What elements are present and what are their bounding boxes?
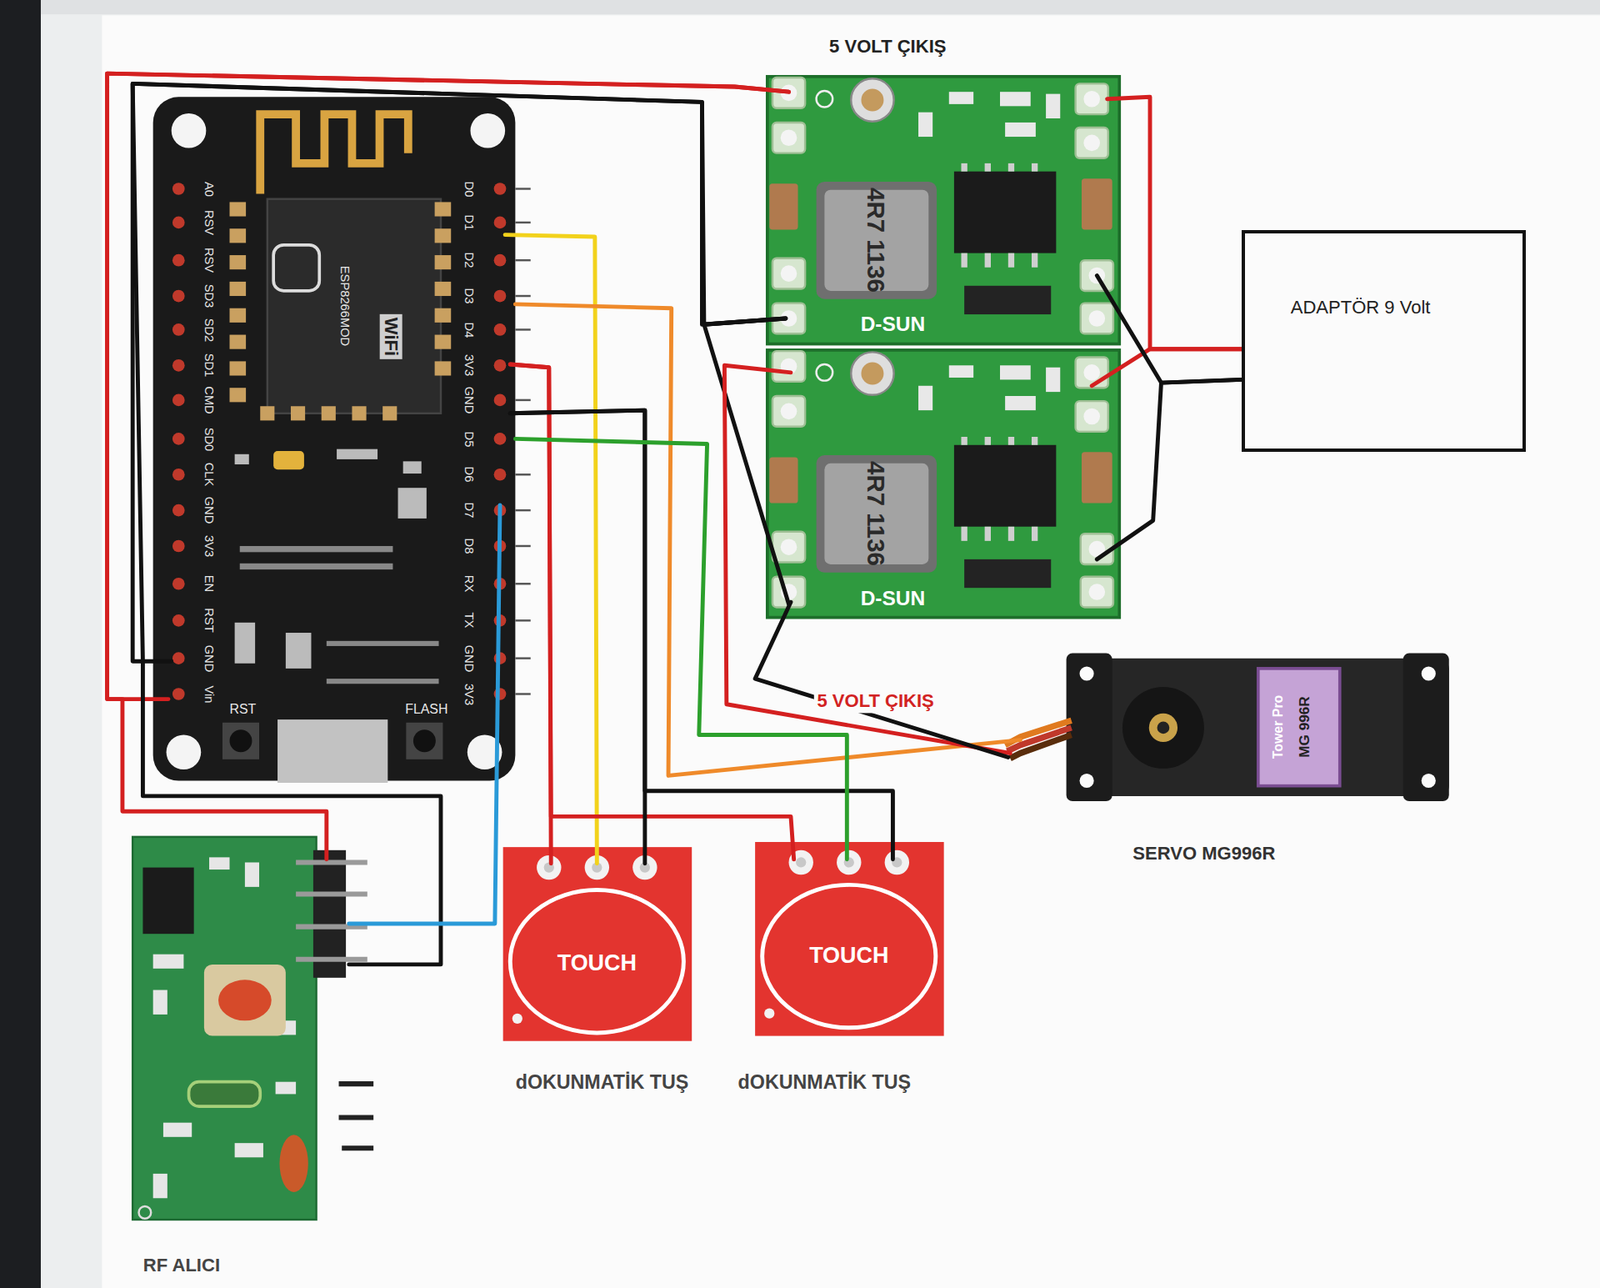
wire [515,304,1020,776]
part-caption: dOKUNMATİK TUŞ [515,1070,690,1094]
pin-name: RX [462,575,477,592]
pin-name: D7 [462,502,477,519]
pin-name: GND [462,386,477,415]
part-caption: dOKUNMATİK TUŞ [738,1070,912,1094]
part-caption: RF ALICI [143,1255,220,1276]
wire [510,410,893,860]
wire [107,73,790,699]
wire [1107,96,1243,349]
touch-sensor: TOUCHdOKUNMATİK TUŞ [755,841,945,1036]
adapter-box: ADAPTÖR 9 Volt [1241,230,1525,453]
pin-name: RSV [202,247,217,273]
buck-converter: 4R7 1136D-SUN [767,76,1120,345]
chip-marking: ESP8266MOD [337,265,352,346]
wire [107,73,790,860]
pin-name: Vin [202,685,217,703]
pin-name: EN [202,575,217,592]
pin-name: SD3 [202,284,217,309]
board-marking: D-SUN [860,312,925,336]
pin-name: D5 [462,430,477,447]
pin-name: A0 [202,181,217,197]
wire [1096,275,1242,384]
buck-converter: 4R7 1136D-SUN [767,350,1120,620]
module-logo: WiFi [379,314,402,360]
pin-name: CLK [202,462,217,487]
pin-name: TX [462,612,477,629]
pin-name: SD0 [202,426,217,451]
servo-motor: Tower ProMG 996RSERVO MG996R [1005,653,1450,802]
pin-name: D6 [462,466,477,483]
button-label: RST [230,701,257,717]
inductor-marking: 4R7 1136 [861,187,890,293]
board-marking: D-SUN [860,585,925,610]
pin-name: D3 [462,288,477,305]
wire [349,505,500,924]
wire [724,365,1010,753]
rf-receiver: RF ALICI [132,836,352,1220]
button-marking: TOUCH [557,949,637,975]
wire [704,318,790,605]
part-caption: SERVO MG996R [1132,842,1275,864]
pin-name: GND [462,644,477,672]
pin-name: CMD [202,385,217,414]
pin-name: GND [202,644,217,672]
pin-name: RSV [202,210,217,235]
output-note: 5 VOLT ÇIKIŞ [829,36,946,58]
pin-name: D8 [462,538,477,555]
pin-name: D2 [462,252,477,269]
pin-name: 3V3 [462,683,477,705]
pin-name: D4 [462,321,477,338]
wire [755,601,1009,757]
wire [510,410,645,864]
wire [132,83,786,661]
inductor-marking: 4R7 1136 [861,460,890,566]
pin-name: 3V3 [462,354,477,376]
pin-name: SD1 [202,353,217,378]
button-marking: TOUCH [809,942,889,969]
wire [515,438,847,859]
button-label: FLASH [405,701,448,717]
pin-name: SD2 [202,317,217,342]
pin-name: RST [202,608,217,633]
wire [1096,379,1242,559]
box-label: ADAPTÖR 9 Volt [1290,296,1431,318]
pin-name: D1 [462,215,477,231]
wire [132,83,786,965]
pin-name: D0 [462,180,477,197]
pin-name: 3V3 [202,535,217,557]
pin-name: GND [202,496,217,525]
model-marking: MG 996R [1296,695,1314,757]
touch-sensor: TOUCHdOKUNMATİK TUŞ [503,846,693,1041]
output-note: 5 VOLT ÇIKIŞ [813,690,937,713]
brand-marking: Tower Pro [1270,695,1286,760]
